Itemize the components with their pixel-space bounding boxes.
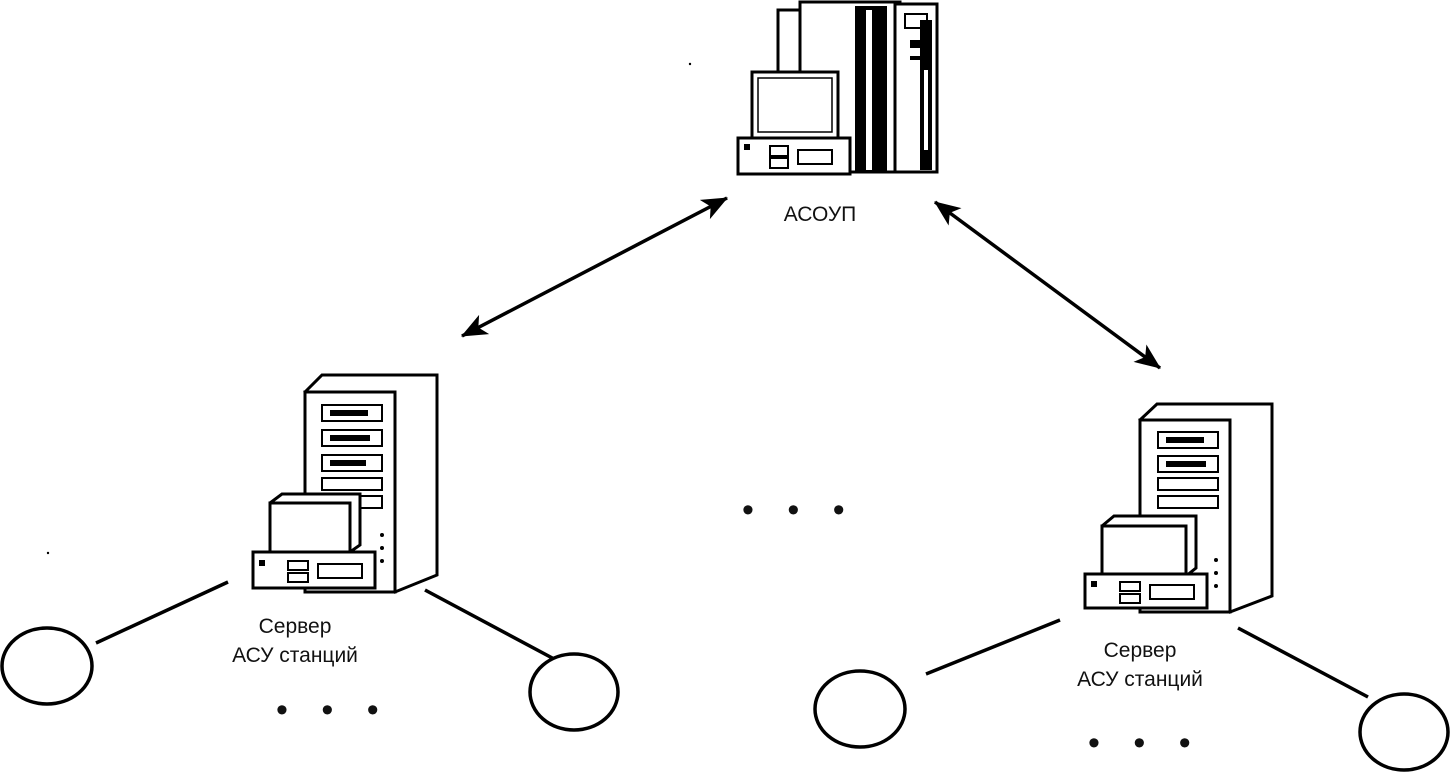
link-left-station-2 (424, 588, 557, 662)
station-node (528, 652, 620, 732)
station-node (1358, 692, 1450, 772)
ellipsis-center: • • • (742, 491, 857, 529)
link-right-station-1 (925, 618, 1061, 676)
link-right-station-2 (1237, 626, 1369, 699)
central-label: АСОУП (783, 203, 857, 226)
link-arrow-right (933, 200, 1162, 370)
server-right-icon (1083, 402, 1274, 614)
server-right-label: Сервер АСУ станций (1077, 639, 1203, 691)
link-arrow-left (461, 196, 728, 338)
station-node (0, 626, 94, 706)
link-left-station-1 (95, 580, 229, 645)
ellipsis-left: • • • (276, 691, 391, 729)
server-left-label: Сервер АСУ станций (232, 615, 358, 667)
ellipsis-right: • • • (1088, 724, 1203, 762)
station-node (813, 669, 907, 749)
central-mainframe-icon (736, 0, 939, 176)
server-left-icon (251, 373, 439, 594)
